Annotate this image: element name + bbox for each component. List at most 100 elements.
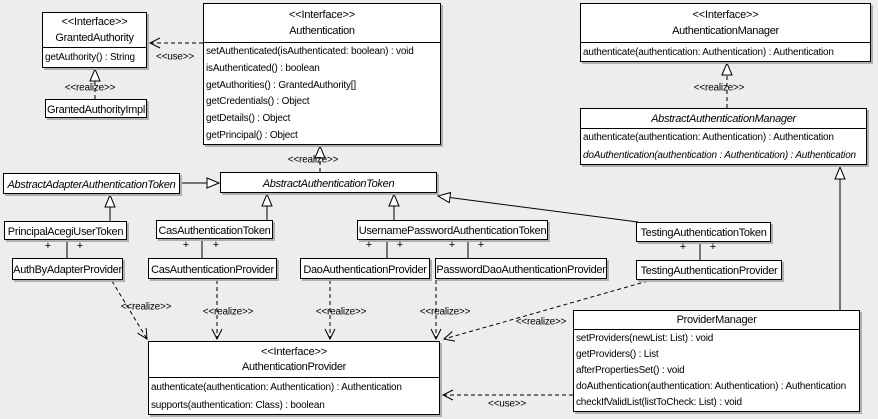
- class-name: AuthByAdapterProvider: [13, 264, 122, 276]
- class-method: checkIfValidList(listToCheck: List) : vo…: [576, 397, 742, 409]
- stereotype-edge-label: <<realize>>: [120, 301, 172, 313]
- multiplicity-label: +: [44, 240, 52, 252]
- class-box-provider-manager: ProviderManager setProviders(newList: Lis…: [573, 310, 860, 412]
- multiplicity-label: +: [365, 239, 373, 251]
- class-method: getProviders() : List: [576, 348, 659, 360]
- class-box-granted-authority-impl: GrantedAuthorityImpl: [45, 99, 147, 118]
- class-header: <<Interface>> AuthenticationProvider: [149, 342, 439, 378]
- class-header: PasswordDaoAuthenticationProvider: [436, 259, 606, 278]
- multiplicity-label: +: [182, 239, 190, 251]
- class-header: AbstractAdapterAuthenticationToken: [4, 174, 179, 193]
- class-method: doAuthentication(authentication: Authent…: [576, 381, 846, 393]
- multiplicity-label: +: [709, 241, 717, 253]
- class-methods: setAuthenticated(isAuthenticated: boolea…: [204, 43, 440, 144]
- stereotype-edge-label: <<realize>>: [419, 306, 471, 318]
- class-methods: getAuthority() : String: [43, 48, 146, 67]
- stereotype-edge-label: <<realize>>: [315, 306, 367, 318]
- class-box-principal-acegi-user-token: PrincipalAcegiUserToken: [4, 221, 127, 240]
- class-name: PrincipalAcegiUserToken: [7, 225, 124, 238]
- class-box-authentication: <<Interface>> Authentication setAuthentica…: [203, 3, 441, 145]
- class-box-cas-authentication-provider: CasAuthenticationProvider: [148, 258, 277, 279]
- class-box-abstract-adapter-authentication-token: AbstractAdapterAuthenticationToken: [3, 173, 180, 194]
- class-name: TestingAuthenticationToken: [640, 227, 767, 239]
- class-header: AbstractAuthenticationManager: [581, 109, 866, 129]
- class-header: GrantedAuthorityImpl: [46, 100, 146, 117]
- class-method: getDetails() : Object: [206, 113, 291, 125]
- class-header: TestingAuthenticationProvider: [637, 261, 781, 279]
- class-methods: authenticate(authentication: Authenticat…: [149, 378, 439, 414]
- stereotype-edge-label: <<realize>>: [515, 316, 567, 328]
- class-box-granted-authority: <<Interface>> GrantedAuthority getAuthorit…: [42, 12, 147, 68]
- class-name: AbstractAuthenticationManager: [651, 112, 796, 125]
- class-method: getAuthority() : String: [45, 52, 135, 63]
- class-methods: authenticate(authentication: Authenticat…: [581, 43, 870, 61]
- class-header: UsernamePasswordAuthenticationToken: [358, 221, 547, 239]
- multiplicity-label: +: [679, 241, 687, 253]
- class-box-abstract-authentication-manager: AbstractAuthenticationManager authenticat…: [580, 108, 867, 165]
- class-stereotype: <<Interface>>: [289, 8, 355, 21]
- multiplicity-label: +: [477, 239, 485, 251]
- stereotype-edge-label: <<realize>>: [64, 82, 116, 94]
- class-header: <<Interface>> AuthenticationManager: [581, 4, 870, 43]
- class-name: CasAuthenticationToken: [158, 224, 271, 237]
- class-name: Authentication: [289, 25, 355, 38]
- class-box-abstract-authentication-token: AbstractAuthenticationToken: [220, 172, 437, 193]
- class-box-authentication-manager: <<Interface>> AuthenticationManager authen…: [580, 3, 871, 62]
- class-method: supports(authentication: Class) : boolea…: [151, 399, 325, 411]
- class-method: authenticate(authentication: Authenticat…: [151, 381, 402, 393]
- class-name: AbstractAuthenticationToken: [262, 177, 395, 190]
- class-name: AuthenticationProvider: [241, 361, 347, 374]
- class-method: authenticate(authentication: Authenticat…: [583, 46, 834, 58]
- class-box-cas-authentication-token: CasAuthenticationToken: [156, 220, 273, 239]
- class-header: CasAuthenticationProvider: [149, 259, 276, 278]
- class-header: DaoAuthenticationProvider: [301, 259, 429, 278]
- class-stereotype: <<Interface>>: [261, 345, 327, 358]
- class-method: afterPropertiesSet() : void: [576, 365, 685, 376]
- class-stereotype: <<Interface>>: [61, 16, 128, 29]
- class-name: PasswordDaoAuthenticationProvider: [436, 263, 606, 276]
- stereotype-edge-label: <<use>>: [487, 398, 527, 410]
- edge-realize-authbyadapterprovider: [111, 280, 148, 340]
- class-name: UsernamePasswordAuthenticationToken: [358, 225, 547, 237]
- class-header: PrincipalAcegiUserToken: [5, 222, 126, 239]
- class-method: doAuthentication(authentication : Authen…: [583, 149, 856, 161]
- edge-realize-testingauthenticationprovider: [442, 280, 649, 342]
- class-box-testing-authentication-provider: TestingAuthenticationProvider: [636, 260, 782, 280]
- class-name: CasAuthenticationProvider: [151, 263, 274, 276]
- class-method: authenticate(authentication: Authenticat…: [583, 132, 834, 144]
- class-stereotype: <<Interface>>: [692, 8, 759, 21]
- multiplicity-label: +: [212, 239, 220, 251]
- class-method: setAuthenticated(isAuthenticated: boolea…: [206, 45, 414, 57]
- class-header: CasAuthenticationToken: [157, 221, 272, 238]
- class-header: AuthByAdapterProvider: [13, 259, 122, 279]
- class-header: <<Interface>> GrantedAuthority: [43, 13, 146, 48]
- multiplicity-label: +: [76, 240, 84, 252]
- class-method: getPrincipal() : Object: [206, 130, 298, 142]
- stereotype-edge-label: <<use>>: [155, 51, 195, 63]
- class-box-password-dao-authentication-provider: PasswordDaoAuthenticationProvider: [435, 258, 607, 279]
- class-header: ProviderManager: [574, 311, 859, 330]
- class-name: ProviderManager: [676, 314, 757, 326]
- class-name: GrantedAuthorityImpl: [47, 103, 145, 116]
- class-box-testing-authentication-token: TestingAuthenticationToken: [636, 222, 771, 242]
- class-header: AbstractAuthenticationToken: [221, 173, 436, 192]
- edge-generalize-testingtoken: [436, 191, 639, 223]
- class-methods: authenticate(authentication: Authenticat…: [581, 129, 866, 164]
- class-name: AuthenticationManager: [672, 25, 779, 38]
- class-methods: setProviders(newList: List) : void getPro…: [574, 330, 859, 411]
- multiplicity-label: +: [448, 239, 456, 251]
- class-name: TestingAuthenticationProvider: [640, 265, 778, 277]
- class-method: setProviders(newList: List) : void: [576, 332, 714, 344]
- class-method: isAuthenticated() : boolean: [206, 62, 320, 74]
- class-name: AbstractAdapterAuthenticationToken: [7, 178, 176, 191]
- class-header: <<Interface>> Authentication: [204, 4, 440, 43]
- class-box-auth-by-adapter-provider: AuthByAdapterProvider: [12, 258, 123, 280]
- multiplicity-label: +: [396, 239, 404, 251]
- class-method: getCredentials() : Object: [206, 96, 310, 108]
- stereotype-edge-label: <<realize>>: [202, 306, 254, 318]
- class-name: GrantedAuthority: [55, 31, 134, 44]
- class-box-username-password-authentication-token: UsernamePasswordAuthenticationToken: [357, 220, 548, 240]
- class-box-dao-authentication-provider: DaoAuthenticationProvider: [300, 258, 430, 279]
